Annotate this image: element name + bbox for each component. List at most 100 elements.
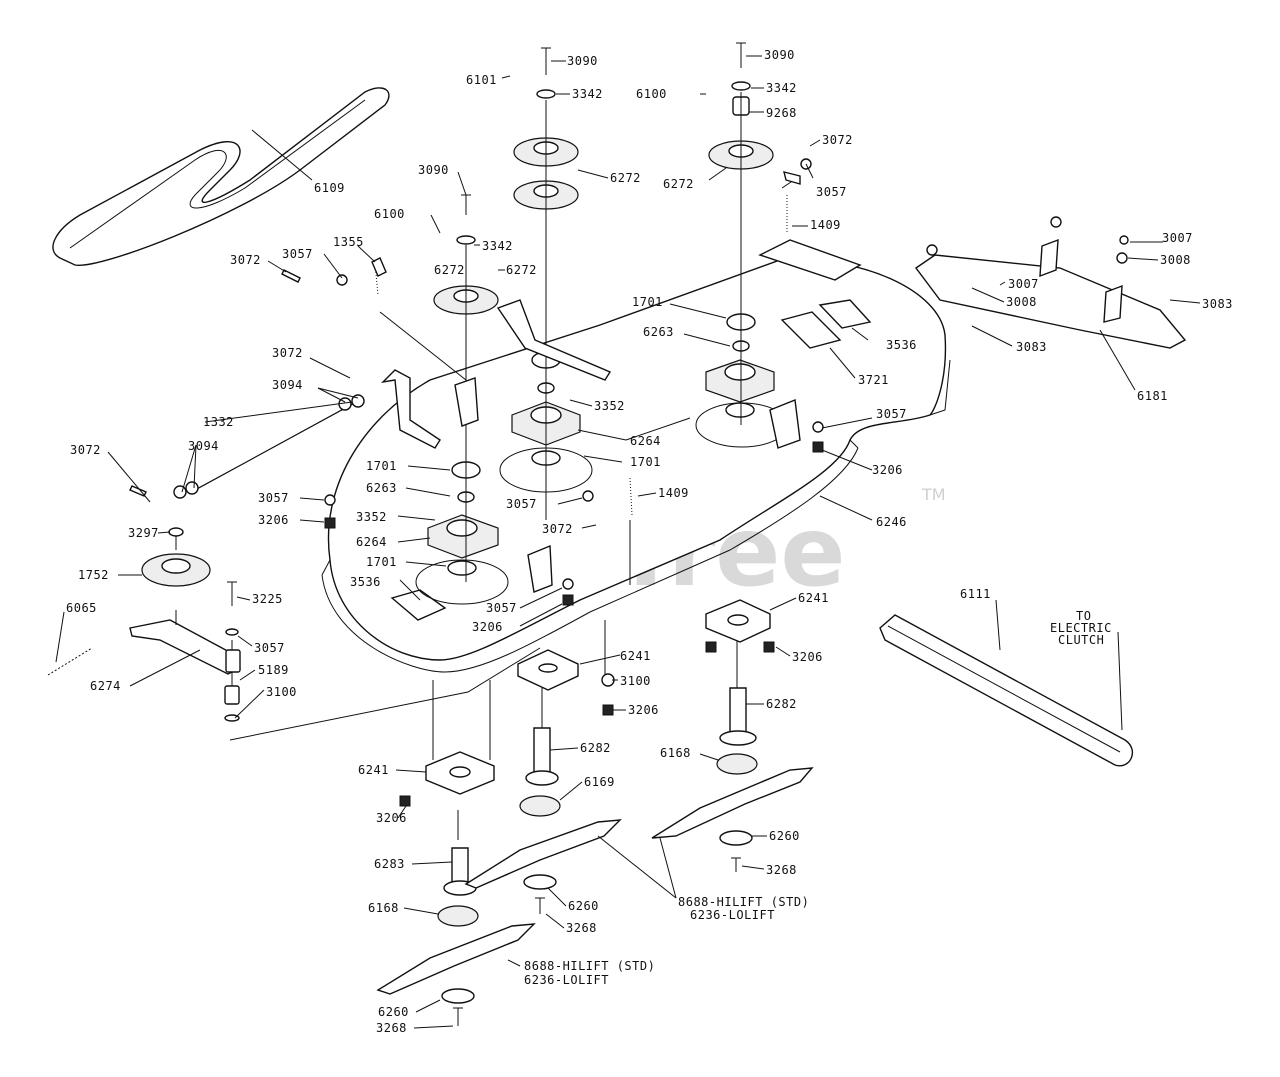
callout: 3057 bbox=[816, 185, 847, 199]
callout: 1409 bbox=[658, 486, 689, 500]
callout: 6272 bbox=[506, 263, 537, 277]
callout: 6241 bbox=[798, 591, 829, 605]
upper-pulleys bbox=[433, 81, 774, 315]
callout-labels: 3090 3342 6101 6272 3090 3342 6100 9268 … bbox=[66, 48, 1233, 1035]
callout: 6282 bbox=[766, 697, 797, 711]
callout: 6181 bbox=[1137, 389, 1168, 403]
callout: 6260 bbox=[568, 899, 599, 913]
callout: 6246 bbox=[876, 515, 907, 529]
callout: 1332 bbox=[203, 415, 234, 429]
spindle-housings bbox=[427, 359, 775, 576]
callout: 3094 bbox=[272, 378, 303, 392]
callout: 3536 bbox=[886, 338, 917, 352]
callout: 3090 bbox=[418, 163, 449, 177]
callout: 3090 bbox=[764, 48, 795, 62]
callout: 3721 bbox=[858, 373, 889, 387]
callout: 3206 bbox=[872, 463, 903, 477]
callout: 1409 bbox=[810, 218, 841, 232]
callout: 8688-HILIFT (STD) bbox=[524, 959, 655, 973]
callout: 6101 bbox=[466, 73, 497, 87]
callout: 3057 bbox=[876, 407, 907, 421]
clutch-note: TO ELECTRIC CLUTCH bbox=[1050, 609, 1112, 647]
callout: 6263 bbox=[366, 481, 397, 495]
baffle bbox=[915, 238, 1187, 349]
callout: 3072 bbox=[70, 443, 101, 457]
callout: 6241 bbox=[620, 649, 651, 663]
callout: 6274 bbox=[90, 679, 121, 693]
callout: 3206 bbox=[472, 620, 503, 634]
callout: 3007 bbox=[1162, 231, 1193, 245]
callout: 3268 bbox=[566, 921, 597, 935]
blades bbox=[376, 767, 814, 1004]
callout: 6169 bbox=[584, 775, 615, 789]
callout: 3083 bbox=[1202, 297, 1233, 311]
callout: 3268 bbox=[376, 1021, 407, 1035]
callout: 6100 bbox=[374, 207, 405, 221]
callout: 6272 bbox=[434, 263, 465, 277]
belts bbox=[52, 87, 1134, 767]
callout: 3536 bbox=[350, 575, 381, 589]
callout: 3342 bbox=[482, 239, 513, 253]
callout: 6260 bbox=[378, 1005, 409, 1019]
callout: 6241 bbox=[358, 763, 389, 777]
callout: 3094 bbox=[188, 439, 219, 453]
callout: 3083 bbox=[1016, 340, 1047, 354]
callout: 6282 bbox=[580, 741, 611, 755]
callout: 6168 bbox=[368, 901, 399, 915]
callout: 3072 bbox=[542, 522, 573, 536]
callout: 3297 bbox=[128, 526, 159, 540]
callout: 6168 bbox=[660, 746, 691, 760]
callout: 3352 bbox=[356, 510, 387, 524]
callout: 3057 bbox=[258, 491, 289, 505]
callout: 6263 bbox=[643, 325, 674, 339]
callout: 3057 bbox=[254, 641, 285, 655]
callout: 3268 bbox=[766, 863, 797, 877]
callout: 6264 bbox=[356, 535, 387, 549]
callout: 6236-LOLIFT bbox=[690, 908, 775, 922]
callout: 3072 bbox=[230, 253, 261, 267]
callout: 3072 bbox=[272, 346, 303, 360]
leader-lines bbox=[55, 55, 1201, 1029]
callout: 3057 bbox=[282, 247, 313, 261]
note-to: TO bbox=[1076, 609, 1091, 623]
callout: 3206 bbox=[376, 811, 407, 825]
rods bbox=[194, 175, 801, 593]
callout: 3206 bbox=[792, 650, 823, 664]
watermark-tm: TM bbox=[921, 485, 946, 504]
callout: 6264 bbox=[630, 434, 661, 448]
callout: 3342 bbox=[766, 81, 797, 95]
callout: 3342 bbox=[572, 87, 603, 101]
callout: 6260 bbox=[769, 829, 800, 843]
callout: 6272 bbox=[610, 171, 641, 185]
callout: 3100 bbox=[266, 685, 297, 699]
callout: 1355 bbox=[333, 235, 364, 249]
callout: 6109 bbox=[314, 181, 345, 195]
callout: 6065 bbox=[66, 601, 97, 615]
note-clutch: CLUTCH bbox=[1058, 633, 1104, 647]
brackets bbox=[129, 171, 801, 497]
callout: 1701 bbox=[630, 455, 661, 469]
mount-plates bbox=[425, 599, 771, 795]
note-electric: ELECTRIC bbox=[1050, 621, 1112, 635]
callout: 3225 bbox=[252, 592, 283, 606]
callout: 5189 bbox=[258, 663, 289, 677]
callout: 6283 bbox=[374, 857, 405, 871]
callout: 3008 bbox=[1006, 295, 1037, 309]
callout: 6236-LOLIFT bbox=[524, 973, 609, 987]
callout: 6272 bbox=[663, 177, 694, 191]
callout: 3057 bbox=[486, 601, 517, 615]
callout: 3352 bbox=[594, 399, 625, 413]
callout: 3008 bbox=[1160, 253, 1191, 267]
callout: 3072 bbox=[822, 133, 853, 147]
callout: 6111 bbox=[960, 587, 991, 601]
callout: 3057 bbox=[506, 497, 537, 511]
callout: 1701 bbox=[366, 555, 397, 569]
callout: 1701 bbox=[366, 459, 397, 473]
spindles bbox=[437, 687, 758, 927]
callout: 3100 bbox=[620, 674, 651, 688]
bolts bbox=[227, 42, 746, 1026]
callout: 3007 bbox=[1008, 277, 1039, 291]
callout: 3206 bbox=[628, 703, 659, 717]
callout: 3206 bbox=[258, 513, 289, 527]
